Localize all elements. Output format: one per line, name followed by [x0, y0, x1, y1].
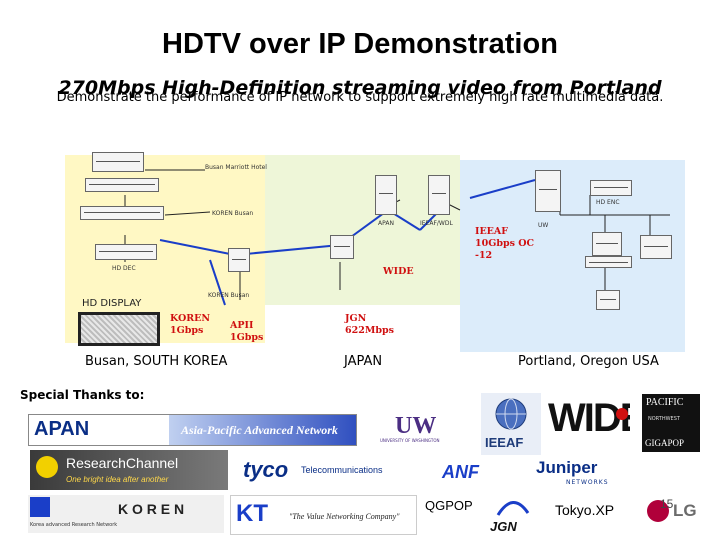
- description-text: Demonstrate the performance of IP networ…: [56, 90, 664, 105]
- usa-workstation-node: [596, 290, 620, 310]
- region-usa: Portland, Oregon USA: [518, 354, 659, 369]
- wide-red-dot-icon: [616, 408, 628, 420]
- koren-switch-node: [85, 178, 159, 192]
- lightbulb-icon: [36, 456, 58, 478]
- lg-face-icon: [647, 500, 669, 522]
- uw-logo: UW UNIVERSITY OF WASHINGTON: [380, 413, 440, 443]
- japan-router-node: [330, 235, 354, 259]
- usa-pc-node: [592, 232, 622, 256]
- jgn-logo: JGN: [488, 495, 538, 537]
- node-label-uw: UW: [538, 222, 549, 229]
- hd-decoder-node: [95, 244, 157, 260]
- region-japan: JAPAN: [344, 354, 383, 369]
- node-label-koren-busan-1: KOREN Busan: [212, 210, 254, 217]
- jgn-swoosh-icon: [496, 501, 530, 516]
- apii-link-label: APII 1Gbps: [230, 320, 264, 343]
- page-number: 15: [660, 497, 674, 511]
- hd-display-label: HD DISPLAY: [82, 298, 142, 309]
- japan-zone: [265, 155, 460, 305]
- wide-logo: WIDE: [548, 396, 630, 444]
- apan-router-node: [375, 175, 397, 215]
- apan-logo: APAN Asia-Pacific Advanced Network: [28, 414, 357, 446]
- node-label-apan: APAN: [378, 220, 394, 227]
- subtitle: 270Mbps High-Definition streaming video …: [58, 77, 662, 99]
- koren-busan-rack-node: [228, 248, 250, 272]
- node-label-ieeaf: IEEAF/WDL: [420, 220, 453, 227]
- usa-server-node: [640, 235, 672, 259]
- ieeaf-router-node: [428, 175, 450, 215]
- qgpop-logo: QGPOP: [425, 498, 473, 513]
- node-label-hd-dec: HD DEC: [112, 265, 136, 272]
- anf-logo: ANF: [442, 462, 479, 482]
- node-label-hd-enc: HD ENC: [596, 199, 620, 206]
- ieeaf-logo: IEEAF: [481, 393, 541, 455]
- tyco-logo: tyco Telecommunications: [243, 457, 383, 482]
- wide-link-label: WIDE: [383, 266, 414, 277]
- special-thanks-label: Special Thanks to:: [20, 388, 145, 402]
- hd-display-screen: [78, 312, 160, 346]
- researchchannel-logo: ResearchChannel One bright idea after an…: [30, 450, 228, 490]
- lg-logo: LG: [647, 500, 717, 526]
- kt-logo: KT "The Value Networking Company": [230, 495, 417, 535]
- koren-busan-router-node: [80, 206, 164, 220]
- ieeaf-link-label: IEEAF 10Gbps OC -12: [475, 226, 535, 261]
- region-korea: Busan, SOUTH KOREA: [85, 354, 228, 369]
- uw-router-node: [535, 170, 561, 212]
- koren-link-label: KOREN 1Gbps: [170, 313, 211, 336]
- juniper-logo: Juniper NETWORKS: [536, 458, 609, 486]
- hd-encoder-node: [590, 180, 632, 196]
- page-title: HDTV over IP Demonstration: [162, 28, 558, 60]
- koren-mark-icon: [30, 497, 50, 517]
- pacific-gigapop-logo: PACIFIC NORTHWEST GIGAPOP: [642, 394, 700, 452]
- tokyoxp-logo: Tokyo.XP: [555, 502, 615, 518]
- ieeaf-globe-icon: [495, 398, 527, 430]
- jgn-link-label: JGN 622Mbps: [345, 313, 394, 336]
- koren-router-node: [92, 152, 144, 172]
- usa-storage-node: [585, 256, 632, 268]
- node-label-marriott: Busan Marriott Hotel: [205, 164, 267, 171]
- node-label-koren-busan-2: KOREN Busan: [208, 292, 250, 299]
- koren-logo: K O R E N Korea advanced Research Networ…: [28, 495, 224, 533]
